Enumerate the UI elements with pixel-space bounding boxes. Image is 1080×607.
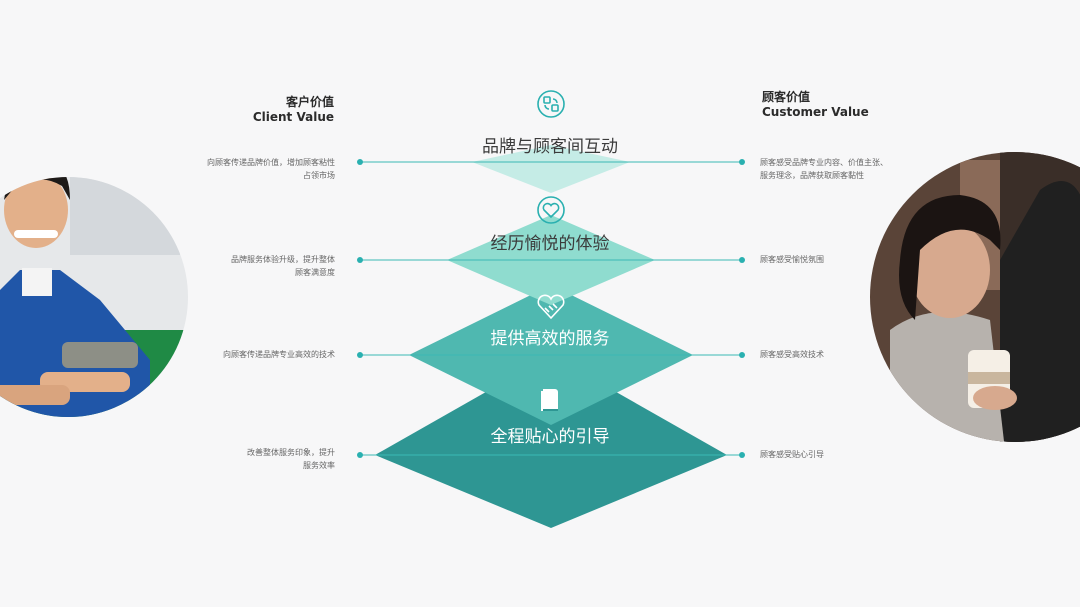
- client-note-2: 品牌服务体验升级，提升整体 顾客满意度: [165, 253, 335, 279]
- customer-note-2: 顾客感受愉悦氛围: [760, 253, 930, 266]
- customer-value-header: 顾客价值 Customer Value: [762, 90, 869, 120]
- customer-note-3: 顾客感受高效技术: [760, 348, 930, 361]
- client-note-1: 向顾客传递品牌价值，增加顾客粘性 占领市场: [165, 156, 335, 182]
- book-icon: [541, 389, 558, 411]
- connector-dot: [357, 159, 363, 165]
- layer-1-title: 品牌与顾客间互动: [400, 132, 700, 157]
- client-note-3: 向顾客传递品牌专业高效的技术: [165, 348, 335, 361]
- client-value-cn: 客户价值: [253, 95, 334, 110]
- client-note-4: 改善整体服务印象，提升 服务效率: [165, 446, 335, 472]
- layer-3-title: 提供高效的服务: [400, 324, 700, 349]
- customer-value-cn: 顾客价值: [762, 90, 869, 105]
- customer-note-4: 顾客感受贴心引导: [760, 448, 930, 461]
- client-photo: [0, 160, 200, 440]
- layer-2-title: 经历愉悦的体验: [400, 229, 700, 254]
- client-value-header: 客户价值 Client Value: [253, 95, 334, 125]
- connector-dot: [357, 452, 363, 458]
- customer-value-en: Customer Value: [762, 105, 869, 120]
- client-value-en: Client Value: [253, 110, 334, 125]
- connector-dot: [739, 452, 745, 458]
- customer-note-1: 顾客感受品牌专业内容、价值主张、 服务理念，品牌获取顾客黏性: [760, 156, 930, 182]
- connector-dot: [739, 257, 745, 263]
- connector-dot: [739, 159, 745, 165]
- connector-dot: [357, 257, 363, 263]
- customer-photo: [870, 150, 1080, 450]
- brand-interaction-icon: [538, 91, 564, 117]
- connector-dot: [357, 352, 363, 358]
- connector-dot: [739, 352, 745, 358]
- layer-4-title: 全程贴心的引导: [400, 422, 700, 447]
